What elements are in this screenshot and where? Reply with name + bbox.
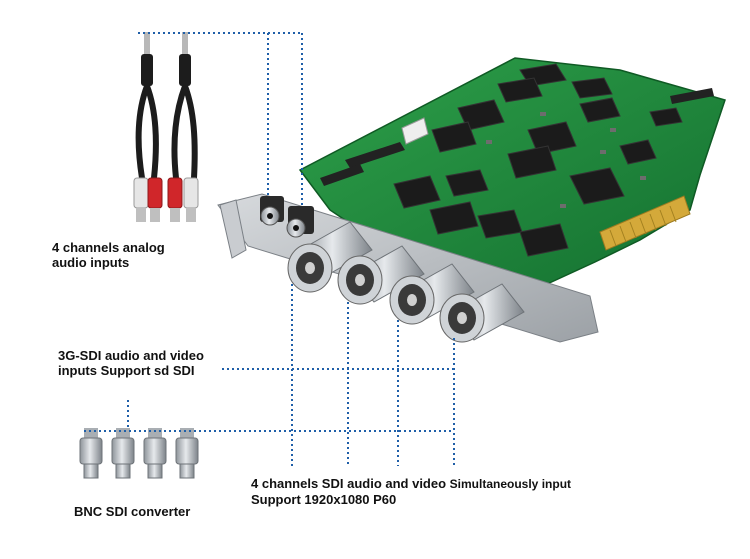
chip-group: [393, 63, 683, 257]
bnc-sdi-converters: [79, 428, 199, 479]
leader-lines: [84, 32, 455, 466]
sdi-channels-label-main: 4 channels SDI audio and video: [251, 476, 447, 491]
pin-header: [320, 88, 714, 186]
analog-audio-label-line1: 4 channels analog: [52, 240, 165, 255]
audio-jacks: [260, 196, 314, 238]
sdi-inputs-label: 3G-SDI audio and video inputs Support sd…: [58, 348, 204, 378]
sdi-channels-label-line2: Support 1920x1080 P60: [251, 492, 397, 507]
bnc-connectors: [287, 221, 525, 343]
analog-audio-label-line2: audio inputs: [52, 255, 130, 270]
sdi-channels-label: 4 channels SDI audio and video Simultane…: [251, 476, 571, 507]
sdi-inputs-label-line2: inputs Support sd SDI: [58, 363, 195, 378]
sdi-inputs-label-line1: 3G-SDI audio and video: [58, 348, 204, 363]
pcb-board: [298, 57, 726, 286]
rca-audio-cables: [133, 32, 199, 222]
bnc-converter-label: BNC SDI converter: [74, 504, 191, 519]
sdi-channels-label-tail: Simultaneously input: [449, 477, 572, 491]
analog-audio-label: 4 channels analog audio inputs: [52, 240, 165, 270]
